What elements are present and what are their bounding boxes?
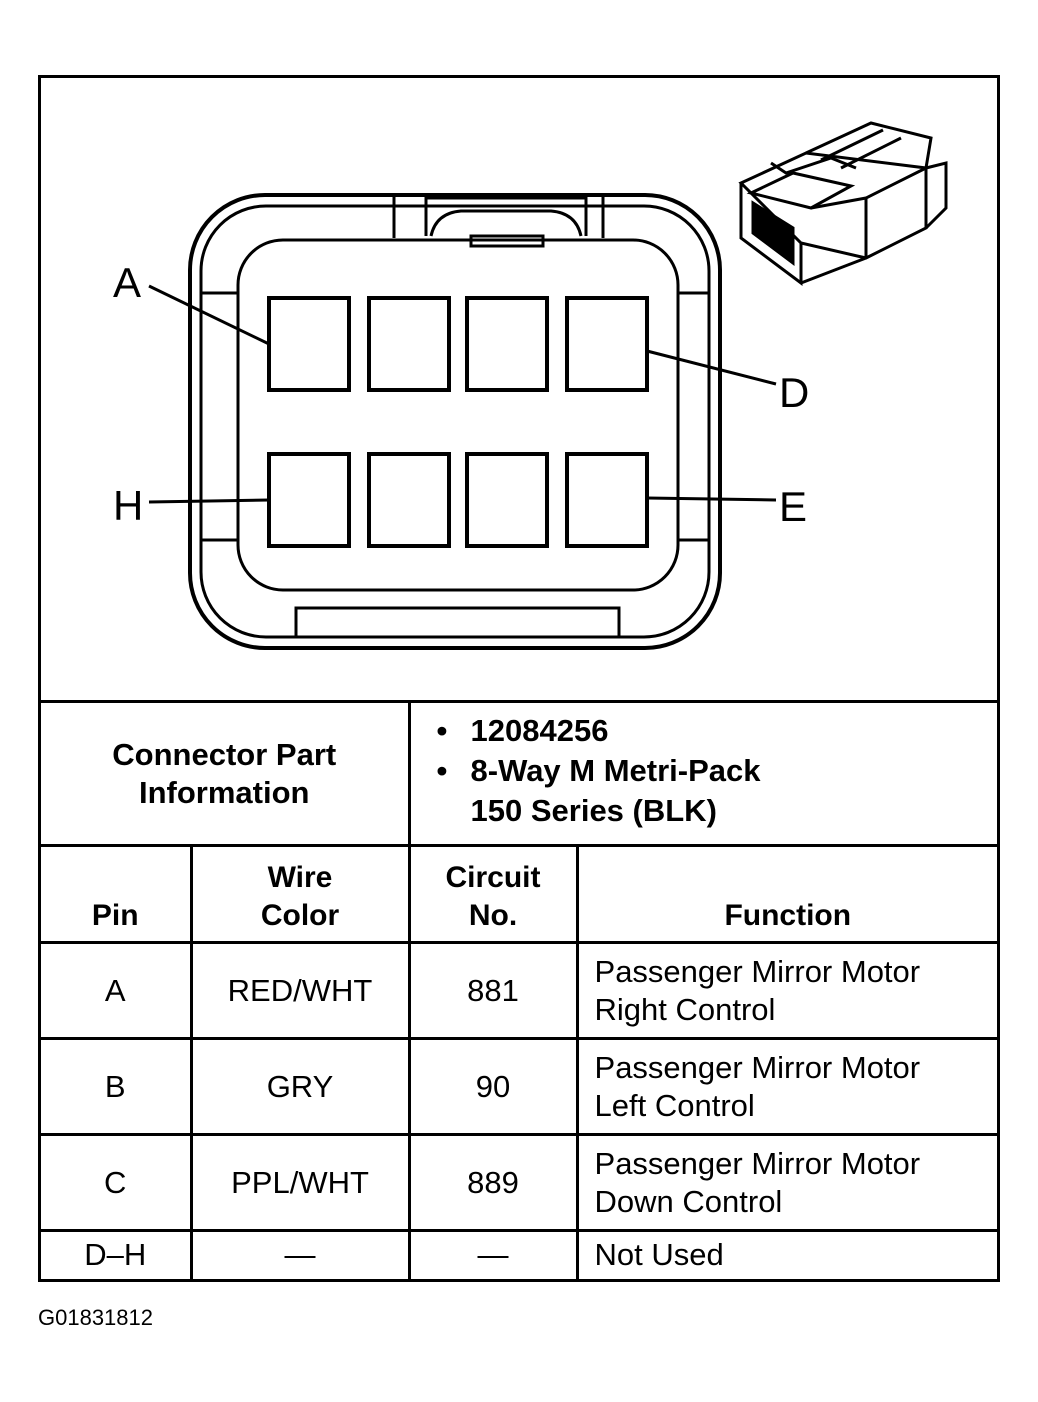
connector-bottom-rib [294,606,621,637]
row-circuit: 881 [407,941,579,1040]
connector-top-latch [424,196,588,236]
part-info-label-line1: Connector Part [112,736,337,772]
cavity-b [367,296,451,392]
pin-label-h: H [113,482,144,529]
cavity-c [465,296,549,392]
cavity-g [367,452,451,548]
part-info-label-line2: Information [139,774,310,810]
connector-outer-shell [188,193,722,650]
pin-label-a: A [113,259,142,306]
row-wire-color: GRY [189,1037,411,1136]
row-function-line1: Passenger Mirror Motor [594,953,921,989]
row-wire-color: — [189,1229,411,1279]
cavity-d [565,296,649,392]
cavity-h [267,452,351,548]
header-function-text: Function [724,899,852,932]
header-wire-color-line2: Color [260,899,340,932]
row-pin: B [41,1037,193,1136]
connector-type-line2: 150 Series (BLK) [470,793,717,828]
leader-d [646,349,777,386]
header-circuit-line2: No. [468,899,518,932]
part-info-values: 12084256 8-Way M Metri-Pack 150 Series (B… [407,700,998,847]
row-circuit: — [407,1229,579,1279]
leader-a [148,284,270,346]
row-wire-color: RED/WHT [189,941,411,1040]
row-function-line2: Right Control [594,991,776,1027]
cavity-e [565,452,649,548]
connector-face-diagram: A D H E [41,78,997,700]
connector-face-drawing [148,121,948,650]
cavity-a [267,296,351,392]
row-function: Not Used [575,1229,998,1279]
row-function-line2: Down Control [594,1183,783,1219]
row-circuit: 889 [407,1133,579,1232]
header-function: Function [575,844,998,944]
pin-label-e: E [779,483,808,530]
part-info-row: Connector Part Information 12084256 8-Wa… [41,700,998,847]
connector-isometric-icon [738,121,948,286]
connector-pinout-table: Connector Part Information 12084256 8-Wa… [41,700,998,1279]
pin-label-d: D [779,369,810,416]
row-function-line2: Left Control [594,1087,755,1123]
row-function-line1: Passenger Mirror Motor [594,1049,921,1085]
connector-diagram-frame: A D H E Connector Part Information 12084… [38,75,1000,1282]
connector-type-line1: 8-Way M Metri-Pack [470,753,761,788]
connector-type: 8-Way M Metri-Pack 150 Series (BLK) [437,751,998,831]
header-pin-text: Pin [91,899,139,932]
header-pin: Pin [41,844,193,944]
leader-e [646,496,777,502]
row-function-line1: Passenger Mirror Motor [594,1145,921,1181]
figure-id: G01831812 [38,1305,153,1330]
part-number: 12084256 [437,711,998,751]
connector-cavity-wall [236,238,680,592]
connector-inner-shell [199,204,711,639]
header-wire-color-line1: Wire [267,861,333,894]
table-row: D–H — — Not Used [41,1229,998,1279]
part-info-label: Connector Part Information [41,700,411,847]
row-pin: A [41,941,193,1040]
row-wire-color: PPL/WHT [189,1133,411,1232]
row-pin: C [41,1133,193,1232]
header-circuit-line1: Circuit [445,861,541,894]
leader-h [148,498,270,504]
row-pin: D–H [41,1229,193,1279]
cavity-f [465,452,549,548]
row-circuit: 90 [407,1037,579,1136]
